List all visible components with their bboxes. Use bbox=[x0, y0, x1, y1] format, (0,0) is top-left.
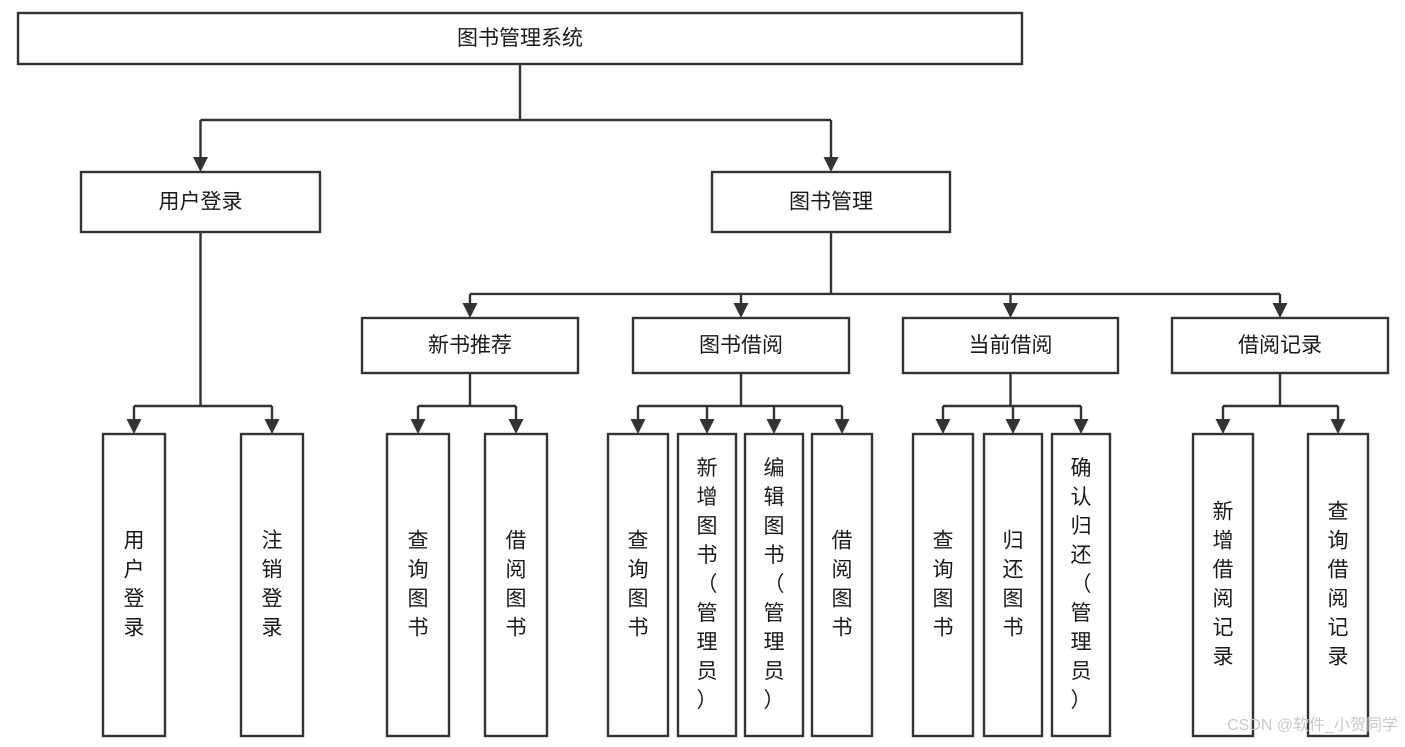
node-box-borrow-edit-book[interactable] bbox=[743, 432, 805, 738]
node-user-login[interactable]: 用户登录 bbox=[79, 170, 322, 234]
arrow-head-current-confirm-return bbox=[1073, 419, 1089, 434]
arrow-head-borrow-edit-book bbox=[766, 419, 782, 434]
node-recommend-borrow-book[interactable]: 借阅图书 bbox=[483, 432, 549, 738]
node-box-user-login-signout[interactable] bbox=[239, 432, 305, 738]
node-current-borrow[interactable]: 当前借阅 bbox=[901, 316, 1120, 375]
node-box-current-return-book[interactable] bbox=[982, 432, 1044, 738]
node-label-current-confirm-return: 确认归还（管理员） bbox=[1071, 457, 1092, 712]
node-box-user-login[interactable] bbox=[79, 170, 322, 234]
node-box-borrow-borrow-book[interactable] bbox=[810, 432, 874, 738]
node-box-record-add[interactable] bbox=[1191, 432, 1255, 738]
connector-layer bbox=[126, 64, 1346, 434]
node-label-record-query: 查询借阅记录 bbox=[1328, 500, 1349, 668]
arrow-head-user-login-signin bbox=[126, 419, 142, 434]
arrow-head-new-book-recommend bbox=[462, 303, 478, 318]
node-label-book-borrow: 图书借阅 bbox=[699, 334, 783, 357]
node-label-borrow-record: 借阅记录 bbox=[1238, 334, 1322, 357]
node-label-record-add: 新增借阅记录 bbox=[1213, 500, 1234, 668]
node-record-query[interactable]: 查询借阅记录 bbox=[1306, 432, 1370, 738]
node-label-current-query-book: 查询图书 bbox=[933, 529, 954, 639]
node-label-recommend-borrow-book: 借阅图书 bbox=[506, 529, 527, 639]
node-label-new-book-recommend: 新书推荐 bbox=[428, 334, 512, 357]
node-record-add[interactable]: 新增借阅记录 bbox=[1191, 432, 1255, 738]
node-borrow-record[interactable]: 借阅记录 bbox=[1170, 316, 1390, 375]
node-book-management[interactable]: 图书管理 bbox=[710, 170, 952, 234]
node-current-confirm-return[interactable]: 确认归还（管理员） bbox=[1050, 432, 1112, 738]
node-borrow-edit-book[interactable]: 编辑图书（管理员） bbox=[743, 432, 805, 738]
node-box-current-borrow[interactable] bbox=[901, 316, 1120, 375]
node-box-borrow-add-book[interactable] bbox=[676, 432, 738, 738]
node-label-root: 图书管理系统 bbox=[457, 27, 583, 50]
node-user-login-signin[interactable]: 用户登录 bbox=[101, 432, 167, 738]
node-box-new-book-recommend[interactable] bbox=[360, 316, 580, 375]
node-box-borrow-query-book[interactable] bbox=[606, 432, 670, 738]
node-book-borrow[interactable]: 图书借阅 bbox=[631, 316, 851, 375]
arrow-head-user-login-signout bbox=[264, 419, 280, 434]
node-root[interactable]: 图书管理系统 bbox=[16, 11, 1024, 66]
csdn-watermark: CSDN @软件_小贺同学 bbox=[1227, 716, 1398, 734]
arrow-head-record-add bbox=[1215, 419, 1231, 434]
arrow-head-borrow-borrow-book bbox=[834, 419, 850, 434]
node-label-borrow-add-book: 新增图书（管理员） bbox=[697, 457, 718, 712]
arrow-head-user-login bbox=[193, 157, 208, 172]
node-new-book-recommend[interactable]: 新书推荐 bbox=[360, 316, 580, 375]
node-label-user-login-signin: 用户登录 bbox=[124, 529, 145, 639]
node-box-recommend-borrow-book[interactable] bbox=[483, 432, 549, 738]
node-label-current-return-book: 归还图书 bbox=[1003, 529, 1024, 639]
node-layer: 图书管理系统用户登录用户登录注销登录图书管理新书推荐查询图书借阅图书图书借阅查询… bbox=[16, 11, 1390, 738]
node-label-recommend-query-book: 查询图书 bbox=[408, 529, 429, 639]
node-current-return-book[interactable]: 归还图书 bbox=[982, 432, 1044, 738]
arrow-head-borrow-query-book bbox=[630, 419, 646, 434]
node-borrow-query-book[interactable]: 查询图书 bbox=[606, 432, 670, 738]
arrow-head-current-return-book bbox=[1005, 419, 1021, 434]
arrow-head-recommend-query-book bbox=[410, 419, 426, 434]
node-label-borrow-query-book: 查询图书 bbox=[628, 529, 649, 639]
node-label-user-login-signout: 注销登录 bbox=[262, 529, 283, 639]
arrow-head-recommend-borrow-book bbox=[508, 419, 524, 434]
arrow-head-book-management bbox=[823, 157, 839, 172]
node-box-recommend-query-book[interactable] bbox=[385, 432, 451, 738]
node-label-borrow-edit-book: 编辑图书（管理员） bbox=[764, 457, 785, 712]
node-label-user-login: 用户登录 bbox=[159, 191, 243, 214]
node-label-current-borrow: 当前借阅 bbox=[969, 334, 1053, 357]
node-label-borrow-borrow-book: 借阅图书 bbox=[832, 529, 853, 639]
node-box-current-confirm-return[interactable] bbox=[1050, 432, 1112, 738]
arrow-head-borrow-record bbox=[1272, 303, 1288, 318]
arrow-head-record-query bbox=[1330, 419, 1346, 434]
node-box-user-login-signin[interactable] bbox=[101, 432, 167, 738]
node-recommend-query-book[interactable]: 查询图书 bbox=[385, 432, 451, 738]
node-user-login-signout[interactable]: 注销登录 bbox=[239, 432, 305, 738]
node-box-record-query[interactable] bbox=[1306, 432, 1370, 738]
arrow-head-book-borrow bbox=[733, 303, 749, 318]
node-box-borrow-record[interactable] bbox=[1170, 316, 1390, 375]
arrow-head-current-query-book bbox=[935, 419, 951, 434]
node-current-query-book[interactable]: 查询图书 bbox=[911, 432, 975, 738]
node-label-book-management: 图书管理 bbox=[789, 191, 873, 214]
node-box-current-query-book[interactable] bbox=[911, 432, 975, 738]
node-borrow-borrow-book[interactable]: 借阅图书 bbox=[810, 432, 874, 738]
arrow-head-current-borrow bbox=[1003, 303, 1018, 318]
node-box-root[interactable] bbox=[16, 11, 1024, 66]
node-box-book-management[interactable] bbox=[710, 170, 952, 234]
arrow-head-borrow-add-book bbox=[699, 419, 715, 434]
node-borrow-add-book[interactable]: 新增图书（管理员） bbox=[676, 432, 738, 738]
node-box-book-borrow[interactable] bbox=[631, 316, 851, 375]
